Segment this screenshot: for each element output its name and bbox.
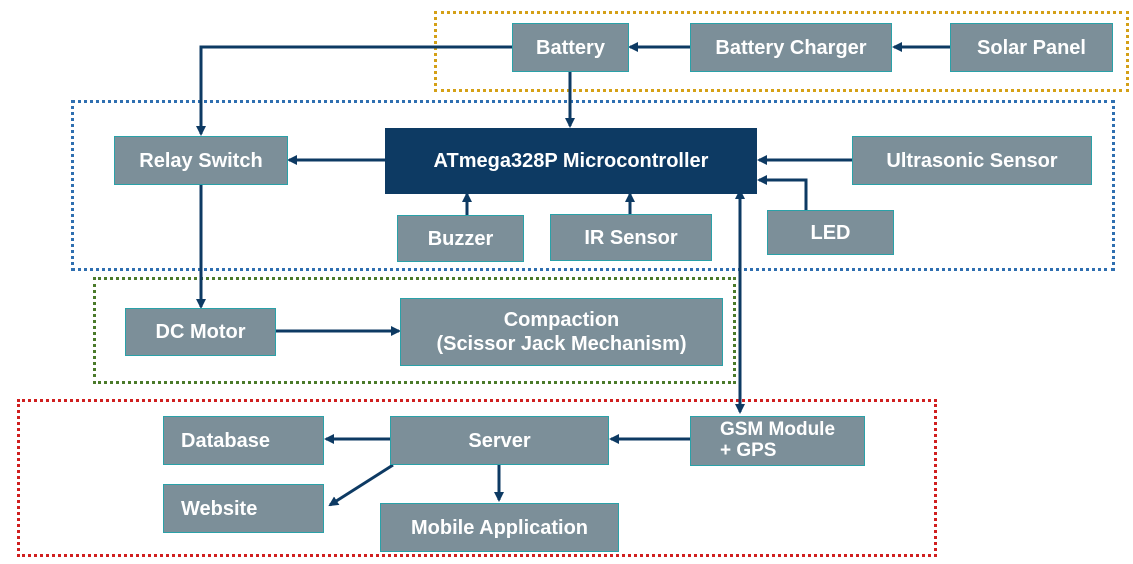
dc-motor-label: DC Motor	[155, 321, 246, 343]
microcontroller-block: ATmega328P Microcontroller	[385, 128, 757, 194]
microcontroller-label: ATmega328P Microcontroller	[433, 150, 709, 172]
ir-sensor-block: IR Sensor	[550, 214, 712, 261]
arrow-led-to-mcu	[757, 175, 808, 210]
ir-sensor-label: IR Sensor	[584, 226, 678, 249]
gsm-module-block: GSM Module + GPS	[690, 416, 865, 466]
cloud-group	[17, 399, 937, 557]
control-group	[71, 100, 1115, 271]
battery-label: Battery	[536, 36, 605, 59]
arrow-battery-to-relay	[196, 45, 512, 136]
relay-switch-label: Relay Switch	[139, 149, 263, 172]
server-label: Server	[468, 429, 531, 452]
led-block: LED	[767, 210, 894, 255]
website-block: Website	[163, 484, 324, 533]
buzzer-block: Buzzer	[397, 215, 524, 262]
battery-charger-block: Battery Charger	[690, 23, 892, 72]
mobile-application-label: Mobile Application	[410, 516, 589, 539]
dc-motor-block: DC Motor	[125, 308, 276, 356]
power-group	[434, 11, 1129, 92]
actuation-group	[93, 277, 736, 384]
gsm-module-label: GSM Module + GPS	[719, 419, 836, 461]
solar-panel-block: Solar Panel	[950, 23, 1113, 72]
mobile-application-block: Mobile Application	[380, 503, 619, 552]
compaction-label: Compaction (Scissor Jack Mechanism)	[436, 309, 687, 355]
ultrasonic-sensor-block: Ultrasonic Sensor	[852, 136, 1092, 185]
compaction-block: Compaction (Scissor Jack Mechanism)	[400, 298, 723, 366]
server-block: Server	[390, 416, 609, 465]
ultrasonic-sensor-label: Ultrasonic Sensor	[886, 149, 1058, 172]
database-label: Database	[181, 429, 270, 452]
battery-charger-label: Battery Charger	[715, 36, 867, 59]
arrow-server-to-website	[328, 463, 394, 507]
solar-panel-label: Solar Panel	[977, 36, 1086, 59]
led-label: LED	[810, 221, 851, 244]
database-block: Database	[163, 416, 324, 465]
website-label: Website	[181, 497, 258, 520]
battery-block: Battery	[512, 23, 629, 72]
relay-switch-block: Relay Switch	[114, 136, 288, 185]
buzzer-label: Buzzer	[427, 227, 494, 250]
